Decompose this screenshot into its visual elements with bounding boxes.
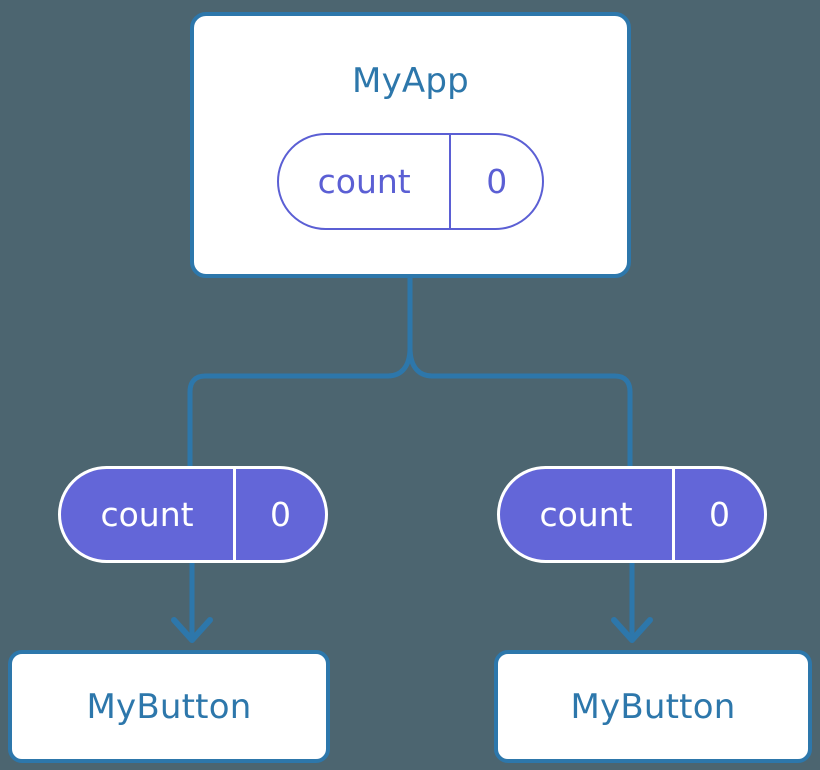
arrowhead-right xyxy=(611,617,653,643)
arrowhead-left xyxy=(171,617,213,643)
connector-branch-right xyxy=(407,347,633,467)
state-pill-right-key: count xyxy=(539,495,633,534)
state-pill-root-value: 0 xyxy=(449,135,542,228)
component-box-mybutton-right[interactable]: MyButton xyxy=(494,650,812,763)
component-box-mybutton-left[interactable]: MyButton xyxy=(8,650,330,763)
state-pill-right-value: 0 xyxy=(672,469,764,560)
state-pill-left[interactable]: count 0 xyxy=(58,466,328,563)
state-pill-left-key: count xyxy=(100,495,194,534)
connector-branch-left xyxy=(187,347,413,467)
component-title-mybutton-left: MyButton xyxy=(86,686,252,727)
component-title-myapp: MyApp xyxy=(352,61,469,101)
state-pill-left-value: 0 xyxy=(233,469,325,560)
component-title-mybutton-right: MyButton xyxy=(570,686,736,727)
state-pill-root[interactable]: count 0 xyxy=(277,133,544,230)
state-pill-root-key: count xyxy=(317,162,411,201)
state-pill-right[interactable]: count 0 xyxy=(497,466,767,563)
